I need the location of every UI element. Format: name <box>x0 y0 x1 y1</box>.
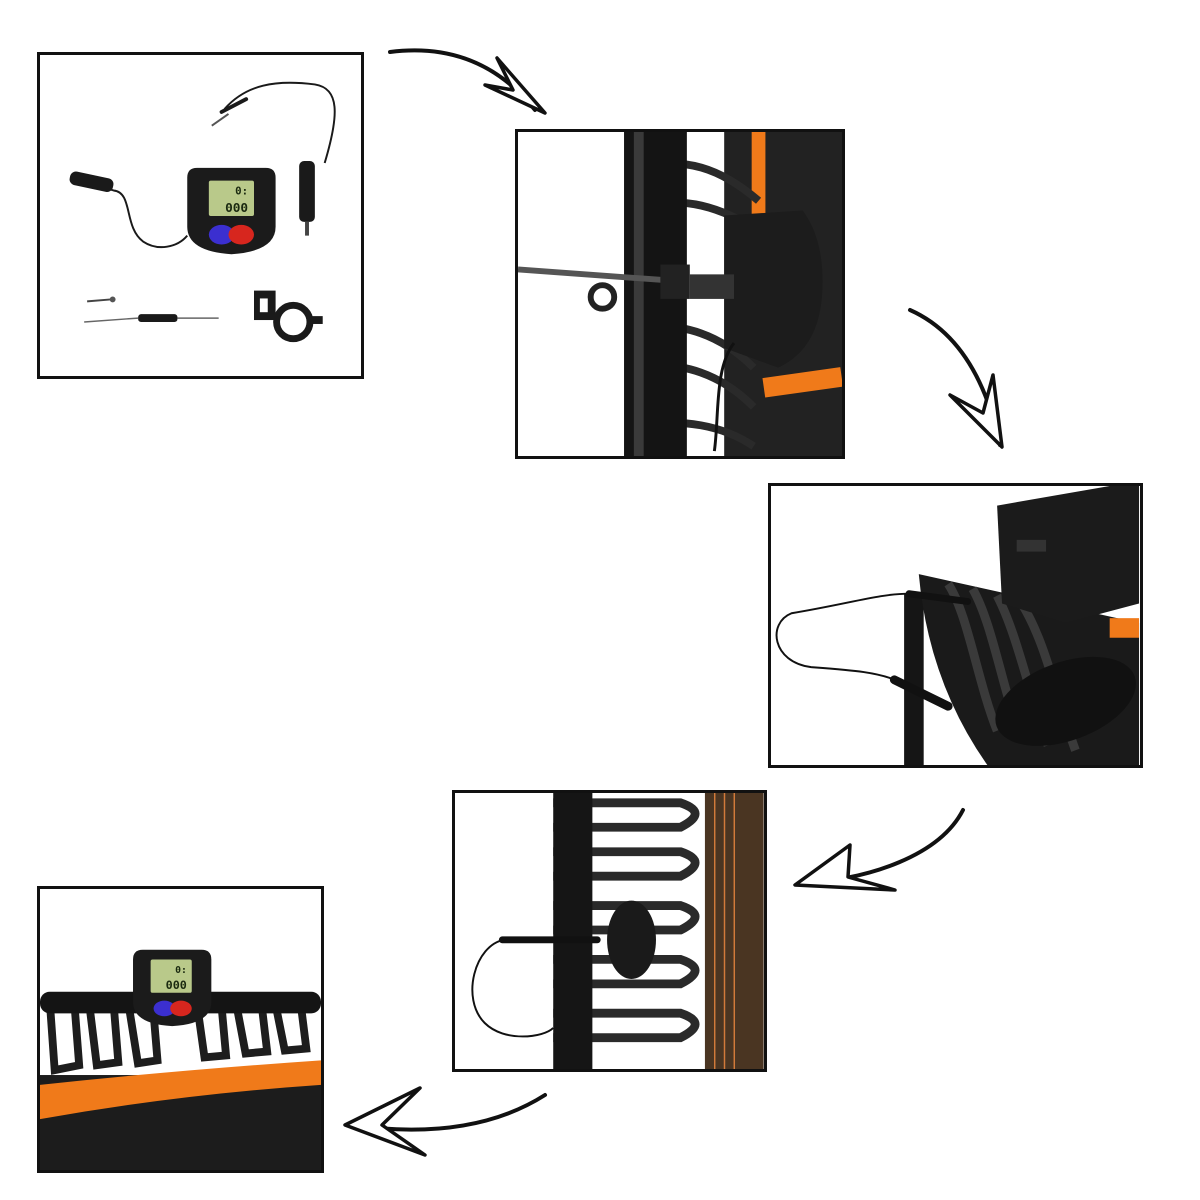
spring <box>138 314 178 323</box>
curved-arrow-icon <box>388 48 547 115</box>
curved-arrow-icon <box>908 308 1004 449</box>
curved-arrow-icon <box>343 1086 547 1157</box>
arrow-1-to-2 <box>385 40 555 120</box>
step-4-route-cable-panel <box>452 790 767 1072</box>
lcd-line-2: 000 <box>166 978 187 992</box>
sensor-clamp <box>660 264 690 299</box>
arrow-4-to-5 <box>340 1080 550 1160</box>
display-unit-back <box>997 486 1140 624</box>
lcd-screen <box>208 180 254 216</box>
mounting-clip <box>254 290 323 343</box>
sensor-housing <box>607 900 656 979</box>
bungee-cords <box>45 1000 311 1075</box>
sensor-cable <box>775 592 910 683</box>
step-5-display-mounted-panel: 0: 000 <box>37 886 324 1173</box>
lcd-line-1: 0: <box>175 965 187 976</box>
curved-arrow-icon <box>793 808 965 892</box>
red-button <box>228 224 254 245</box>
lcd-line-1: 0: <box>235 184 248 197</box>
cable-connection-photo <box>771 486 1140 765</box>
mounted-display-photo: 0: 000 <box>40 889 321 1170</box>
frame-leg <box>904 593 924 765</box>
fitness-display-unit: 0: 000 <box>187 167 276 255</box>
trampoline-leg <box>553 793 593 1069</box>
sensor-housing <box>724 210 823 368</box>
bungee-cords <box>553 798 700 1043</box>
step-1-kit-contents-panel: 0: 000 <box>37 52 364 379</box>
arrow-2-to-3 <box>905 305 1015 450</box>
socket-connector <box>889 675 953 711</box>
kit-contents-illustration: 0: 000 <box>40 55 361 376</box>
orange-mat-edge <box>751 132 766 226</box>
socket-connector <box>69 171 114 192</box>
red-button <box>170 1000 192 1017</box>
step-2-mount-sensor-panel <box>515 129 845 459</box>
sensor-rod <box>518 266 681 285</box>
step-3-connect-cable-panel <box>768 483 1143 768</box>
cable-routing-photo <box>455 793 764 1069</box>
fitness-display-unit: 0: 000 <box>133 949 212 1027</box>
jack-pin <box>211 113 230 127</box>
blue-button <box>153 1000 176 1017</box>
reed-sensor <box>299 161 315 222</box>
blue-button <box>208 224 235 245</box>
jack-connector <box>905 590 972 605</box>
lcd-line-2: 000 <box>225 201 248 216</box>
display-cable <box>78 179 189 249</box>
sensor-cable <box>223 81 336 164</box>
sensor-mounting-photo <box>518 132 842 456</box>
jack-plug <box>219 97 249 114</box>
lcd-screen <box>150 959 192 993</box>
orange-mat-border <box>40 1060 321 1120</box>
arrow-3-to-4 <box>790 805 970 895</box>
sensor-cable <box>471 938 554 1038</box>
screw <box>87 298 111 303</box>
